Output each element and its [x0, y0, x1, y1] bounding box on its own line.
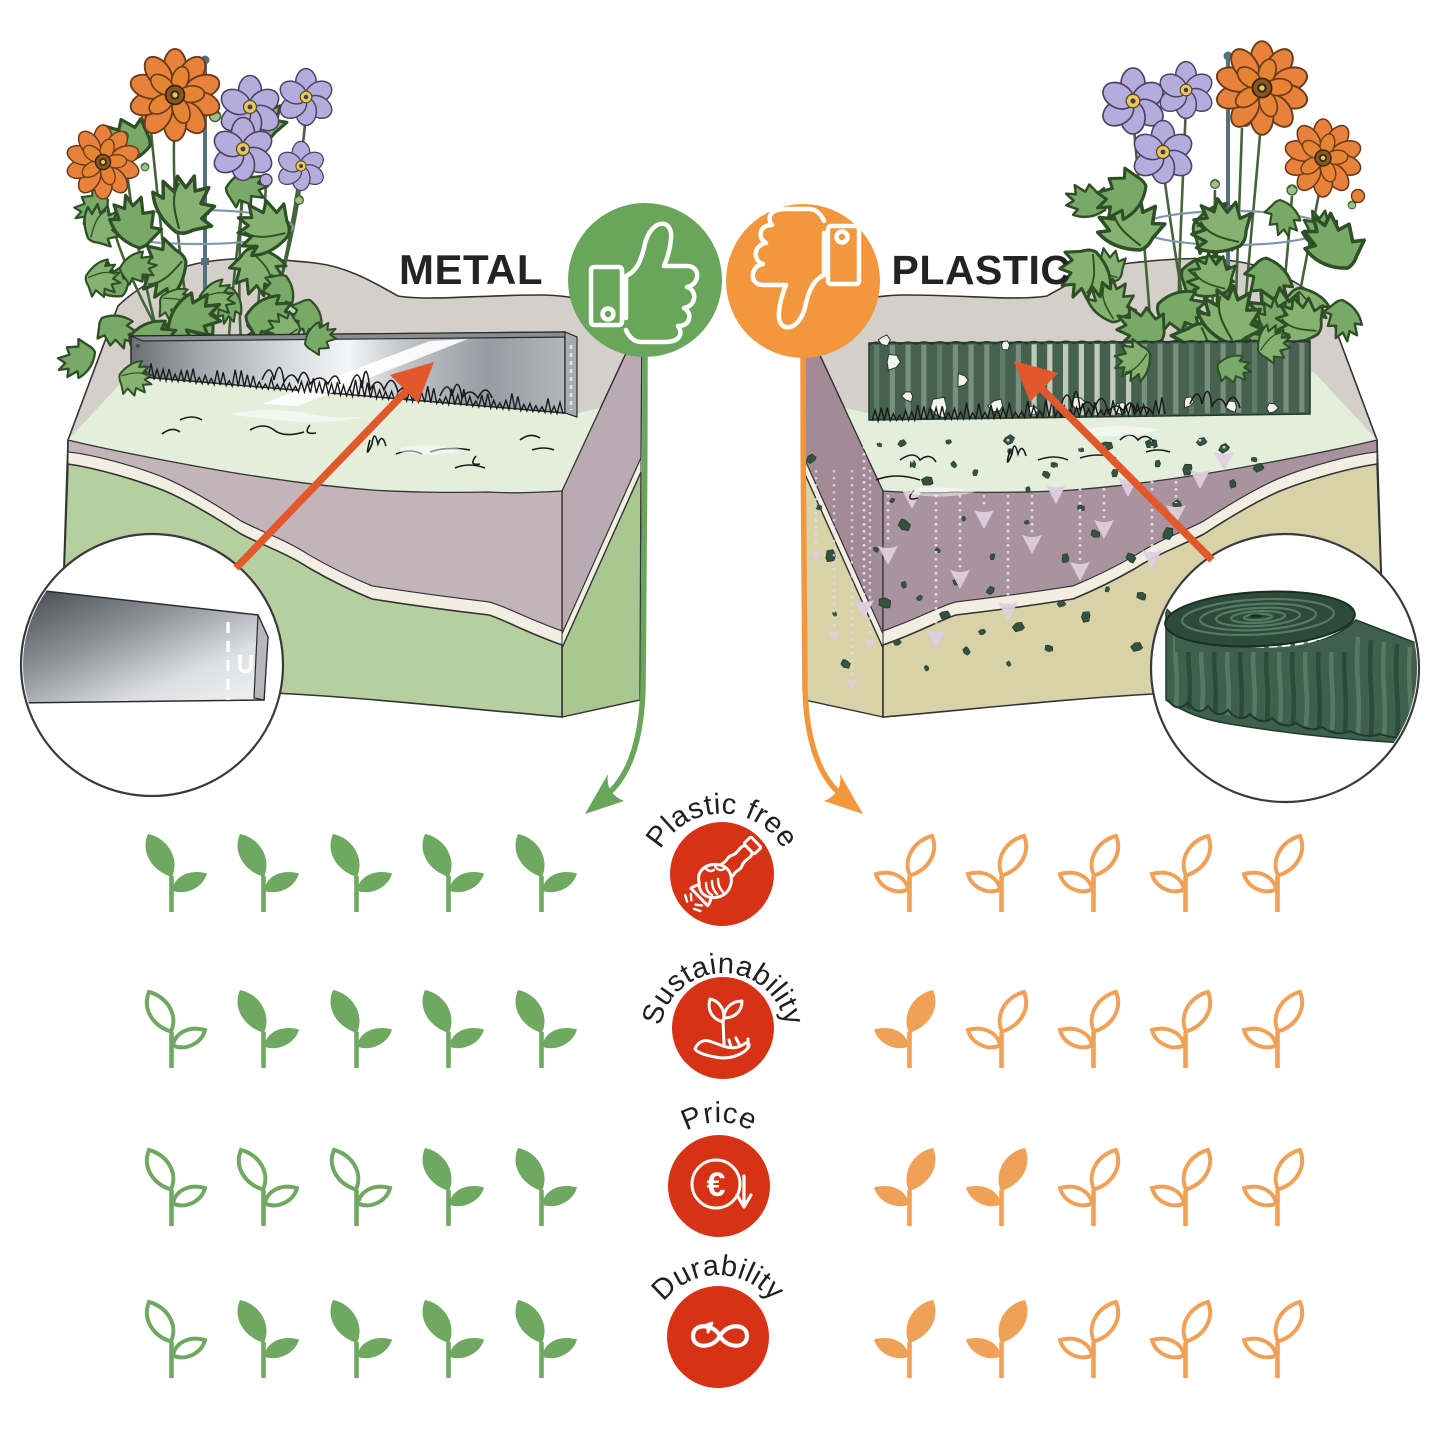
svg-text:€: €	[707, 1166, 726, 1204]
svg-text:PLASTIC: PLASTIC	[892, 247, 1071, 293]
svg-text:METAL: METAL	[399, 246, 543, 293]
